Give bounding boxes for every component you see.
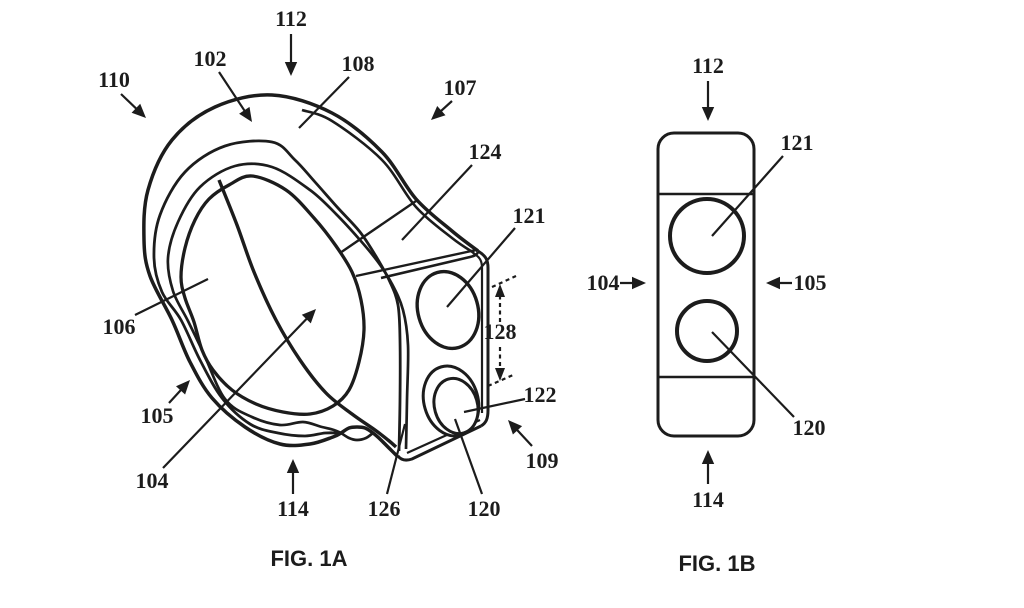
svg-text:120: 120 xyxy=(793,415,826,440)
svg-text:105: 105 xyxy=(794,270,827,295)
svg-text:114: 114 xyxy=(277,496,309,521)
svg-text:112: 112 xyxy=(692,53,724,78)
svg-text:109: 109 xyxy=(526,448,559,473)
svg-text:124: 124 xyxy=(469,139,502,164)
svg-text:121: 121 xyxy=(781,130,814,155)
svg-text:107: 107 xyxy=(444,75,477,100)
svg-text:126: 126 xyxy=(368,496,401,521)
svg-text:104: 104 xyxy=(136,468,169,493)
svg-text:104: 104 xyxy=(587,270,620,295)
svg-text:102: 102 xyxy=(194,46,227,71)
svg-text:FIG. 1B: FIG. 1B xyxy=(678,551,755,576)
svg-text:114: 114 xyxy=(692,487,724,512)
svg-text:105: 105 xyxy=(141,403,174,428)
svg-text:122: 122 xyxy=(524,382,557,407)
svg-text:108: 108 xyxy=(342,51,375,76)
svg-text:128: 128 xyxy=(484,319,517,344)
svg-text:106: 106 xyxy=(103,314,136,339)
svg-text:120: 120 xyxy=(468,496,501,521)
svg-text:FIG. 1A: FIG. 1A xyxy=(270,546,347,571)
svg-text:110: 110 xyxy=(98,67,130,92)
svg-text:121: 121 xyxy=(513,203,546,228)
svg-text:112: 112 xyxy=(275,6,307,31)
